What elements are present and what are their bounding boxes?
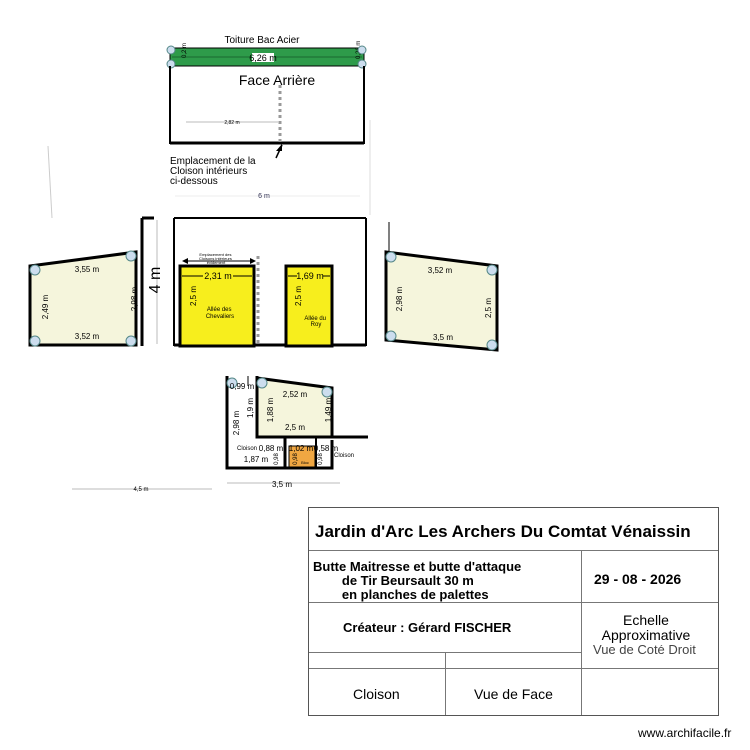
title-block-title: Jardin d'Arc Les Archers Du Comtat Vénai… [315,522,691,541]
right-side-bottom: 3,5 m [433,333,453,342]
rear-view: Toiture Bac Acier 6,26 m 0,2 m 0,26 m Fa… [47,35,371,219]
opening-right-width: 1,69 m [296,271,324,281]
right-side-left: 2,98 m [395,286,404,311]
inner-width-label: 2,82 m [224,120,239,126]
title-block-subtitle: Butte Maitresse et butte d'attaque de Ti… [313,559,522,602]
left-side-panel [28,250,138,347]
partition-note: Emplacement de la Cloison intérieurs ci-… [170,156,258,187]
title-block-cell-vue-de-face: Vue de Face [474,686,553,702]
corner-marker [321,386,333,398]
partition-bottom: 3,5 m [272,480,292,489]
opening-left-height: 2,5 m [189,286,198,306]
corner-marker [29,335,41,347]
title-block-cell-cloison: Cloison [353,686,400,702]
corner-marker [486,264,498,276]
corner-marker [486,339,498,351]
partition-middle: 2,5 m [285,423,305,432]
partition-w3: 0,58 m [314,444,339,453]
opening-left-name: Allée des Chevaliers [206,307,234,320]
title-block-date: 29 - 08 - 2026 [594,571,682,587]
partition-right: 1,49 m [324,397,333,422]
opening-right-height: 2,5 m [294,286,303,306]
title-block-creator: Créateur : Gérard FISCHER [343,620,512,635]
corner-marker [166,45,176,55]
partition-inner-left: 1,88 m [266,397,275,422]
title-block: Jardin d'Arc Les Archers Du Comtat Vénai… [308,507,719,716]
partition-h2: 0,98 [293,453,299,465]
credit-link[interactable]: www.archifacile.fr [638,726,732,740]
corner-marker [29,264,41,276]
corner-marker [385,330,397,342]
front-view: 4 m 2,31 m 2,5 m Allée des Chevaliers 1,… [140,216,367,348]
right-side-right: 2,5 m [484,298,493,318]
right-side-top: 3,52 m [428,266,453,275]
partition-top: 2,52 m [283,390,308,399]
left-side-left: 2,49 m [41,294,50,319]
corner-marker [125,250,137,262]
partition-mid-left: 1,9 m [246,398,255,418]
roof-label: Toiture Bac Acier [224,35,300,46]
overall-width-label: 6 m [258,193,270,200]
right-side-view: 3,52 m 3,5 m 2,98 m 2,5 m [384,222,499,352]
roof-width-label: 6,26 m [249,53,277,63]
corner-marker [385,251,397,263]
partition-w1: 0,88 m [259,444,284,453]
partition-h1: 0,98 [274,453,280,465]
front-partition-note: Emplacement des Cloisons intérieurs évid… [199,252,233,265]
partition-plan: 0,99 m 2,52 m 1,88 m 1,9 m 1,49 m 2,5 m … [72,376,368,493]
partition-cloison-right: Cloison [334,453,354,459]
guide-line [47,145,53,219]
rear-view-title: Face Arrière [239,72,315,88]
partition-corner: 0,99 m [230,382,255,391]
title-block-scale: Echelle Approximative [591,613,701,643]
front-height-label: 4 m [147,267,164,294]
right-side-panel [384,250,499,352]
partition-left: 2,98 m [232,410,241,435]
left-side-right: 2,98 m [130,286,139,311]
corner-marker [226,377,238,389]
partition-w4: 1,87 m [244,455,269,464]
left-side-top: 3,55 m [75,265,100,274]
partition-h3: 0,98 [318,453,324,465]
opening-right-name: Allée du Roy [304,316,327,328]
note-arrowhead [276,144,282,151]
partition-small: Bloc [301,460,309,465]
left-side-view: 3,55 m 3,52 m 2,49 m 2,98 m [28,250,139,347]
corner-marker [256,377,268,389]
partition-w2: 1,02 m [289,444,314,453]
left-side-bottom: 3,52 m [75,332,100,341]
roof-left-height: 0,2 m [182,43,188,58]
corner-marker [125,335,137,347]
title-block-scale-ghost: Vue de Coté Droit [593,642,696,657]
corner-marker [357,45,367,55]
opening-left-width: 2,31 m [204,271,232,281]
partition-far: 4,5 m [133,487,148,493]
partition-cloison-left: Cloison [237,446,257,452]
